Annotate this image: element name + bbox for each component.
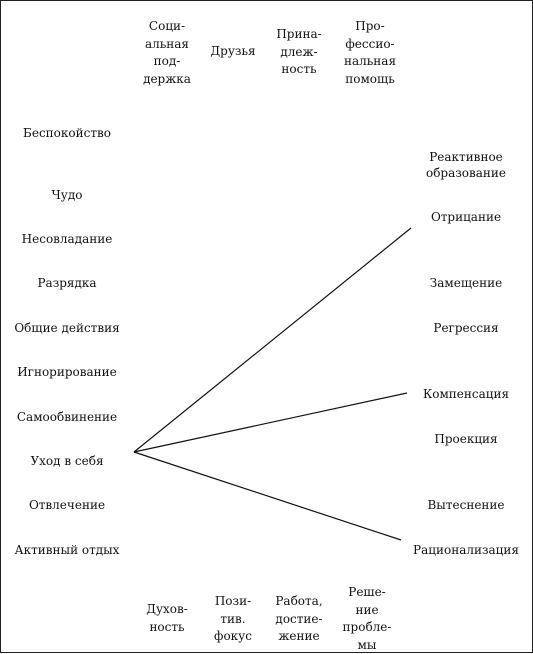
- bottom-col-problem-solving: Реше- ние пробле- мы: [343, 584, 392, 654]
- top-col-professional-help: Про- фессио- нальная помощь: [344, 18, 396, 88]
- bottom-col-line: ность: [146, 619, 188, 637]
- left-item-miracle: Чудо: [52, 188, 83, 203]
- left-item-ignoring: Игнорирование: [17, 365, 117, 380]
- top-col-line: альная: [143, 36, 191, 54]
- top-col-line: Друзья: [210, 43, 255, 61]
- right-item-line: образование: [426, 165, 506, 181]
- top-col-belonging: Прина- длеж- ность: [276, 26, 321, 79]
- top-col-line: под-: [143, 53, 191, 71]
- top-col-friends: Друзья: [210, 43, 255, 61]
- left-item-self-blame: Самообвинение: [17, 410, 117, 425]
- bottom-col-work-achievement: Работа, достие- жение: [275, 593, 322, 646]
- left-item-active-rest: Активный отдых: [15, 543, 120, 558]
- bottom-col-line: пробле-: [343, 619, 392, 637]
- bottom-col-line: тив.: [214, 611, 252, 629]
- bottom-col-line: жение: [275, 628, 322, 646]
- bottom-col-line: Работа,: [275, 593, 322, 611]
- bottom-col-line: Пози-: [214, 593, 252, 611]
- bottom-col-line: фокус: [214, 628, 252, 646]
- right-item-regression: Регрессия: [433, 321, 498, 336]
- top-col-line: длеж-: [276, 44, 321, 62]
- bottom-col-positive-focus: Пози- тив. фокус: [214, 593, 252, 646]
- line-to-ratsionalizatsiya: [134, 452, 401, 540]
- top-col-line: нальная: [344, 53, 396, 71]
- left-item-distraction: Отвлечение: [29, 498, 105, 513]
- top-col-line: держка: [143, 71, 191, 89]
- right-item-displacement: Замещение: [430, 276, 502, 291]
- top-col-line: Прина-: [276, 26, 321, 44]
- line-to-kompensatsiya: [134, 393, 407, 452]
- left-item-discharge: Разрядка: [37, 276, 96, 291]
- bottom-col-line: Духов-: [146, 601, 188, 619]
- top-col-line: помощь: [344, 71, 396, 89]
- right-item-rationalization: Рационализация: [413, 543, 519, 558]
- right-item-repression: Вытеснение: [427, 498, 504, 513]
- top-col-line: Соци-: [143, 18, 191, 36]
- left-item-common-actions: Общие действия: [14, 321, 119, 336]
- top-col-social-support: Соци- альная под- держка: [143, 18, 191, 88]
- top-col-line: ность: [276, 61, 321, 79]
- top-col-line: фессио-: [344, 36, 396, 54]
- bottom-col-line: достие-: [275, 611, 322, 629]
- bottom-col-line: ние: [343, 602, 392, 620]
- line-to-otritsanie: [134, 228, 411, 452]
- top-col-line: Про-: [344, 18, 396, 36]
- right-item-projection: Проекция: [434, 432, 497, 447]
- right-item-reaction-formation: Реактивное образование: [426, 149, 506, 181]
- bottom-col-spirituality: Духов- ность: [146, 601, 188, 636]
- left-item-non-coping: Несовладание: [22, 232, 113, 247]
- right-item-compensation: Компенсация: [423, 387, 509, 402]
- bottom-col-line: Реше-: [343, 584, 392, 602]
- right-item-line: Реактивное: [426, 149, 506, 165]
- right-item-denial: Отрицание: [431, 210, 501, 225]
- left-item-anxiety: Беспокойство: [23, 126, 111, 141]
- left-item-withdrawal: Уход в себя: [30, 454, 103, 469]
- bottom-col-line: мы: [343, 637, 392, 654]
